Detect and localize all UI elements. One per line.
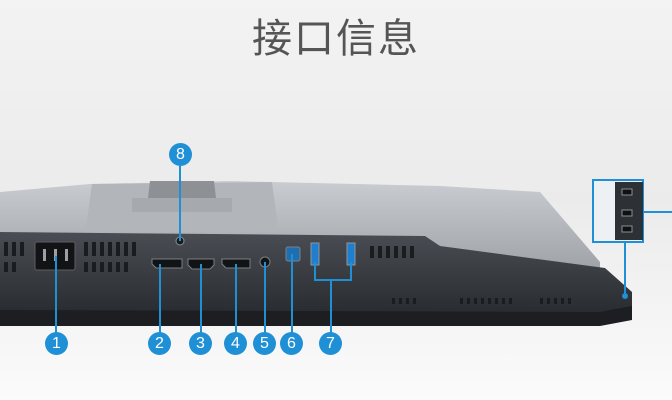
callout-4: 4 [224,332,247,355]
callout-6: 6 [280,332,303,355]
usb-a-icon [310,242,320,266]
displayport-icon [151,258,183,269]
stand-mount-block [148,181,216,198]
side-usb-c-icon [621,188,633,196]
callout-lines [55,166,672,336]
usb-a-icon-2 [346,242,356,266]
callout-1: 1 [45,332,68,355]
side-port-marker [622,293,628,299]
displayport-out-icon [221,258,251,269]
callout-8: 8 [169,143,192,166]
callout-5: 5 [253,332,276,355]
callout-2: 2 [148,332,171,355]
callout-3: 3 [189,332,212,355]
monitor-bottom-edge [0,306,632,326]
callout-7: 7 [319,332,342,355]
vent-slots [4,242,571,304]
side-usb-a-icon-2 [621,225,633,233]
stand-mount-plate-lower [132,198,232,212]
page-title: 接口信息 [252,16,420,62]
side-usb-a-icon [621,209,633,217]
